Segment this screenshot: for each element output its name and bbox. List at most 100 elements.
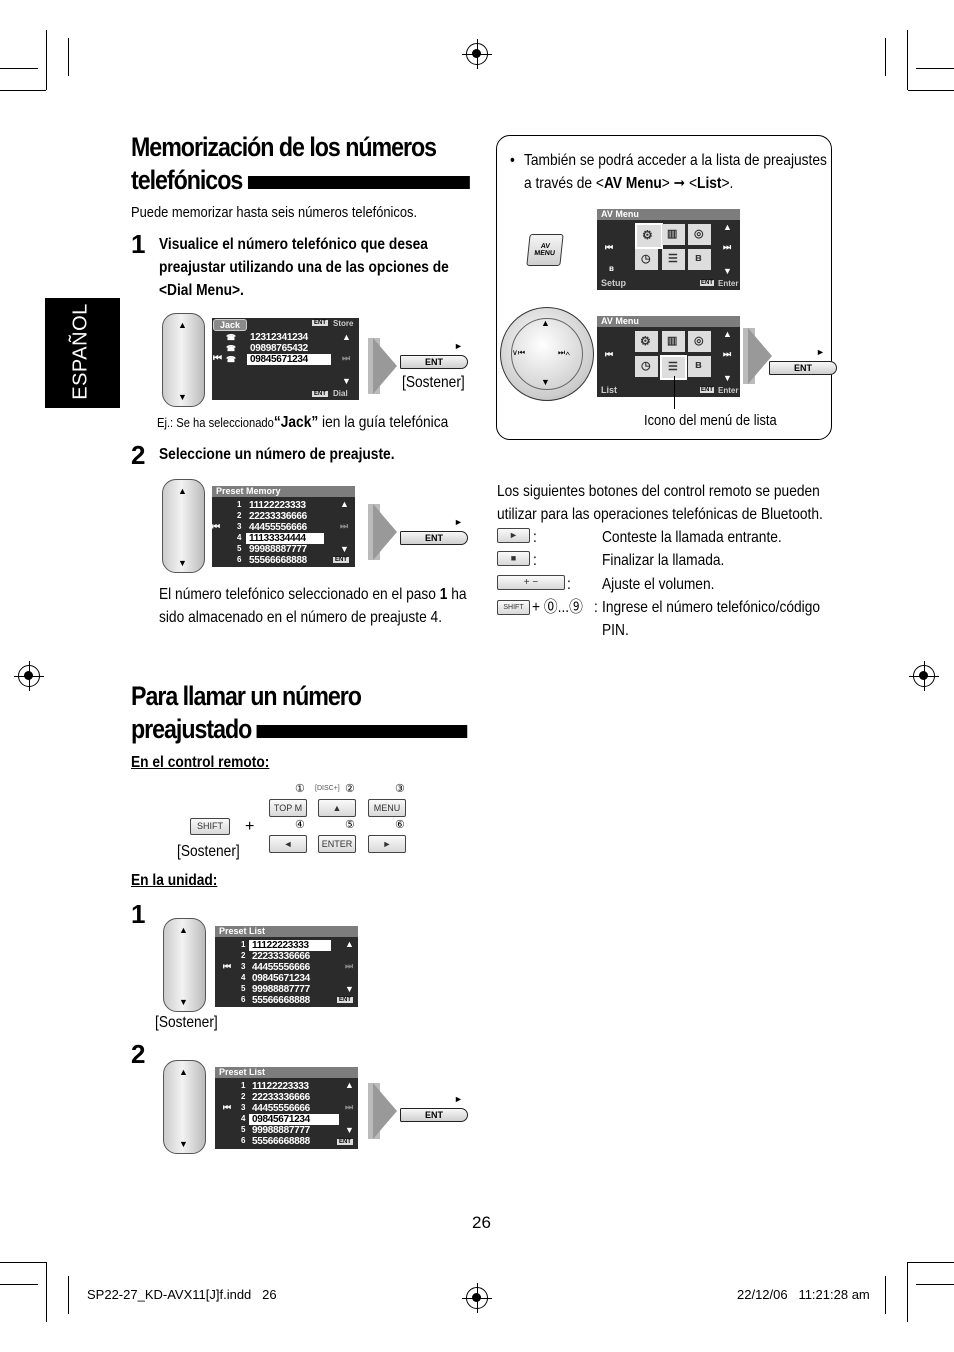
clock-icon: ◷ xyxy=(641,253,651,265)
title-bar xyxy=(256,725,468,738)
dial-prev-icon: ∨⏮ xyxy=(512,348,526,357)
digit-keys: + ⓪...⑨ xyxy=(532,599,583,616)
remote-item-desc: Conteste la llamada entrante. xyxy=(602,529,782,546)
dial-down-icon: ▼ xyxy=(541,377,550,387)
left-key[interactable]: ◄ xyxy=(269,835,307,853)
av-menu-display-list: AV Menu ⏮ ⏭ ▲ ▼ ⚙ ▥ ◎ ◷ ☰ ʙ List ENT Ent… xyxy=(597,316,740,397)
crop-mark xyxy=(916,68,954,69)
remote-subheading: En el control remoto: xyxy=(131,754,270,771)
av-menu-display-setup: AV Menu ⏮ ⏭ ▲ ▼ ʙ ⚙ ▥ ◎ ◷ ☰ ʙ Setup ENT … xyxy=(597,209,740,290)
volume-knob: ▲▼ xyxy=(163,918,206,1012)
bluetooth-icon: ʙ xyxy=(609,264,614,273)
note-text: También se podrá acceder a la lista de p… xyxy=(524,152,827,192)
remote-item-sep: : xyxy=(567,576,571,593)
arrow-icon xyxy=(373,338,397,394)
registration-mark-icon xyxy=(462,1283,492,1313)
disc-icon: ◎ xyxy=(694,335,704,347)
arrow-icon xyxy=(748,328,772,384)
list-icon: ☰ xyxy=(668,253,678,265)
equalizer-icon: ▥ xyxy=(667,335,678,347)
step2-result: El número telefónico seleccionado en el … xyxy=(159,586,467,626)
menu-key[interactable]: MENU xyxy=(368,799,406,817)
list-icon: ☰ xyxy=(668,361,678,373)
remote-item-desc: Finalizar la llamada. xyxy=(602,552,725,569)
arrow-icon xyxy=(373,1083,397,1139)
section2-title: Para llamar un número preajustado xyxy=(131,680,475,746)
registration-mark-icon xyxy=(909,661,939,691)
hold-label: [Sostener] xyxy=(155,1014,218,1031)
step1-text: Visualice el número telefónico que desea… xyxy=(159,236,449,299)
bluetooth-icon: ʙ xyxy=(695,359,702,371)
crop-mark xyxy=(907,1262,908,1322)
registration-mark-icon xyxy=(462,39,492,69)
shift-button[interactable]: SHIFT xyxy=(497,600,530,615)
page-number: 26 xyxy=(472,1213,491,1232)
enter-key[interactable]: ENTER xyxy=(318,835,356,853)
key-number: ③ xyxy=(395,783,405,795)
play-icon: ► xyxy=(454,517,463,527)
hold-label: [Sostener] xyxy=(402,374,465,391)
key-number: ⑤ xyxy=(345,819,355,831)
footer-timestamp: 22/12/06 11:21:28 am xyxy=(737,1287,870,1302)
step2-number: 2 xyxy=(131,1039,146,1069)
section1-intro: Puede memorizar hasta seis números telef… xyxy=(131,204,418,221)
key-number: ② xyxy=(345,783,355,795)
note-bullet: • xyxy=(510,152,515,169)
clock-icon: ◷ xyxy=(641,360,651,372)
ent-button[interactable]: ENT xyxy=(400,355,468,369)
crop-mark xyxy=(68,1276,69,1314)
disc-icon: ◎ xyxy=(694,228,704,240)
crop-mark xyxy=(0,1262,46,1263)
crop-mark xyxy=(908,90,954,91)
right-key[interactable]: ► xyxy=(368,835,406,853)
preset-memory-display: Preset Memory ⏮ ▲ ⏭ ▼ 1 2 3 4 5 6 111222… xyxy=(212,486,355,567)
crop-mark xyxy=(885,38,886,76)
gear-icon: ⚙ xyxy=(642,228,653,242)
play-icon: ► xyxy=(454,1094,463,1104)
play-icon: ► xyxy=(816,347,825,357)
volume-knob: ▲▼ xyxy=(162,313,205,407)
step1-number: 1 xyxy=(131,229,146,259)
dial-next-icon: ⏭∧ xyxy=(558,348,571,357)
shift-key[interactable]: SHIFT xyxy=(190,818,230,835)
gear-icon: ⚙ xyxy=(640,334,651,348)
ent-button[interactable]: ENT xyxy=(769,361,837,375)
title-bar xyxy=(247,176,470,189)
key-number: ① xyxy=(295,783,305,795)
remote-item-sep: : xyxy=(594,599,598,616)
crop-mark xyxy=(908,1262,954,1263)
key-number: ④ xyxy=(295,819,305,831)
up-key[interactable]: ▲ xyxy=(318,799,356,817)
volume-buttons[interactable]: + − xyxy=(497,575,565,590)
hold-label: [Sostener] xyxy=(177,843,240,860)
plus-sign: + xyxy=(245,818,255,835)
step1-number: 1 xyxy=(131,899,146,929)
remote-item-desc: Ingrese el número telefónico/código PIN. xyxy=(602,599,821,639)
equalizer-icon: ▥ xyxy=(667,228,678,240)
remote-item-sep: : xyxy=(533,529,537,546)
top-m-key[interactable]: TOP M xyxy=(269,799,307,817)
key-number: ⑥ xyxy=(395,819,405,831)
play-button[interactable]: ► xyxy=(497,528,530,543)
note-box xyxy=(496,135,832,440)
crop-mark xyxy=(46,30,47,90)
registration-mark-icon xyxy=(14,661,44,691)
language-tab-label: ESPAÑOL xyxy=(69,303,92,400)
remote-intro: Los siguientes botones del control remot… xyxy=(497,483,823,523)
language-tab: ESPAÑOL xyxy=(45,298,120,408)
play-icon: ► xyxy=(454,341,463,351)
ent-button[interactable]: ENT xyxy=(400,531,468,545)
ent-button[interactable]: ENT xyxy=(400,1108,468,1122)
list-icon-pointer xyxy=(674,376,675,409)
stop-button[interactable]: ■ xyxy=(497,551,530,566)
dial-menu-display: Jack ENT Store ☎ ☎ ☎ ⏮ ▲ ⏭ ▼ 12312341234… xyxy=(212,318,359,400)
section1-title: Memorización de los números telefónicos xyxy=(131,131,475,197)
preset-list-display: Preset List ⏮ ▲ ⏭ ▼ 1 2 3 4 5 6 11122223… xyxy=(215,1067,358,1149)
dial-up-icon: ▲ xyxy=(541,318,550,328)
footer-file: SP22-27_KD-AVX11[J]f.indd 26 xyxy=(87,1287,277,1302)
remote-item-desc: Ajuste el volumen. xyxy=(602,576,715,593)
arrow-right-icon: ➞ xyxy=(673,175,686,192)
preset-list-display: Preset List ⏮ ▲ ⏭ ▼ 1 2 3 4 5 6 11122223… xyxy=(215,926,358,1007)
crop-mark xyxy=(907,30,908,90)
